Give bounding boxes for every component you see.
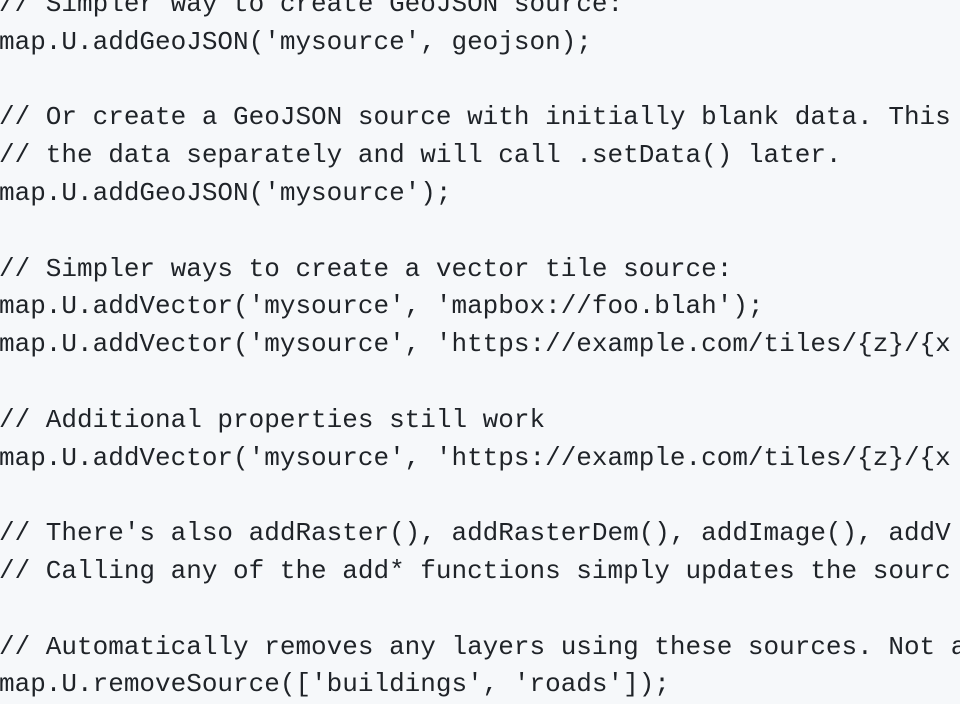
blank-line xyxy=(0,364,960,402)
code-comment-line: // There's also addRaster(), addRasterDe… xyxy=(0,518,951,549)
code-line: map.U.addVector('mysource', 'https://exa… xyxy=(0,442,951,473)
code-line: map.U.addVector('mysource', 'https://exa… xyxy=(0,329,951,360)
blank-line xyxy=(0,591,960,629)
blank-line xyxy=(0,213,960,251)
blank-line xyxy=(0,477,960,515)
code-comment-line: // the data separately and will call .se… xyxy=(0,140,842,171)
code-comment-line: // Additional properties still work xyxy=(0,404,546,435)
code-comment-line: // Calling any of the add* functions sim… xyxy=(0,555,951,586)
code-line: map.U.addGeoJSON('mysource'); xyxy=(0,177,452,208)
code-comment-line: // Automatically removes any layers usin… xyxy=(0,631,960,662)
code-comment-line: // Simpler ways to create a vector tile … xyxy=(0,253,733,284)
code-line: map.U.addVector('mysource', 'mapbox://fo… xyxy=(0,291,764,322)
code-comment-line: // Or create a GeoJSON source with initi… xyxy=(0,102,951,133)
code-comment-line: // Simpler way to create GeoJSON source: xyxy=(0,0,624,19)
blank-line xyxy=(0,62,960,100)
code-line: map.U.removeSource(['buildings', 'roads'… xyxy=(0,669,670,700)
code-line: map.U.addGeoJSON('mysource', geojson); xyxy=(0,26,592,57)
